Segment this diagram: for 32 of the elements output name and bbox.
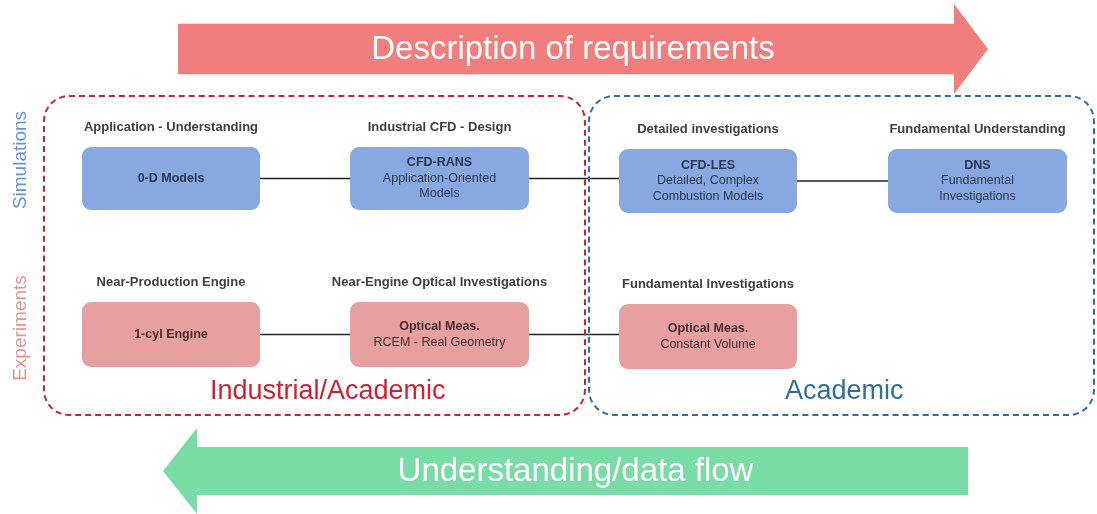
box-title: CFD-LES bbox=[680, 157, 736, 174]
box-heading: Near-Engine Optical Investigations bbox=[331, 274, 548, 291]
connector-line bbox=[528, 177, 620, 180]
connector-line bbox=[259, 333, 351, 336]
box-title: Optical Meas. bbox=[667, 320, 749, 337]
box-description: Application-Oriented Models bbox=[381, 170, 498, 202]
row-label: Simulations bbox=[9, 110, 32, 210]
box-heading: Fundamental Understanding bbox=[889, 121, 1066, 138]
connector-line bbox=[528, 333, 620, 336]
box-title: DNS bbox=[964, 157, 991, 174]
box-description: RCEM - Real Geometry bbox=[373, 334, 506, 351]
box-heading: Industrial CFD - Design bbox=[367, 119, 512, 136]
box-title: CFD-RANS bbox=[406, 155, 473, 171]
dashed-group-frame bbox=[43, 95, 586, 416]
connector-line bbox=[796, 180, 889, 182]
box-description: Constant Volume bbox=[660, 336, 756, 353]
dashed-group-frame bbox=[588, 95, 1095, 416]
box-heading: Near-Production Engine bbox=[96, 274, 246, 291]
box-heading: Detailed investigations bbox=[637, 121, 779, 138]
box-description: Fundamental Investigations bbox=[938, 173, 1017, 205]
arrow-label: Description of requirements bbox=[371, 29, 775, 67]
box-title: Optical Meas. bbox=[399, 318, 480, 335]
box-heading: Application - Understanding bbox=[83, 119, 259, 136]
row-label: Experiments bbox=[8, 275, 31, 381]
group-label: Academic bbox=[785, 375, 904, 406]
group-label: Industrial/Academic bbox=[210, 375, 446, 406]
connector-line bbox=[259, 177, 351, 180]
box-heading: Fundamental Investigations bbox=[622, 276, 794, 293]
arrow-label: Understanding/data flow bbox=[397, 451, 754, 489]
box-title: 1-cyl Engine bbox=[134, 326, 208, 343]
box-description: Detailed, Complex Combustion Models bbox=[651, 173, 765, 205]
box-title: 0-D Models bbox=[137, 170, 205, 187]
